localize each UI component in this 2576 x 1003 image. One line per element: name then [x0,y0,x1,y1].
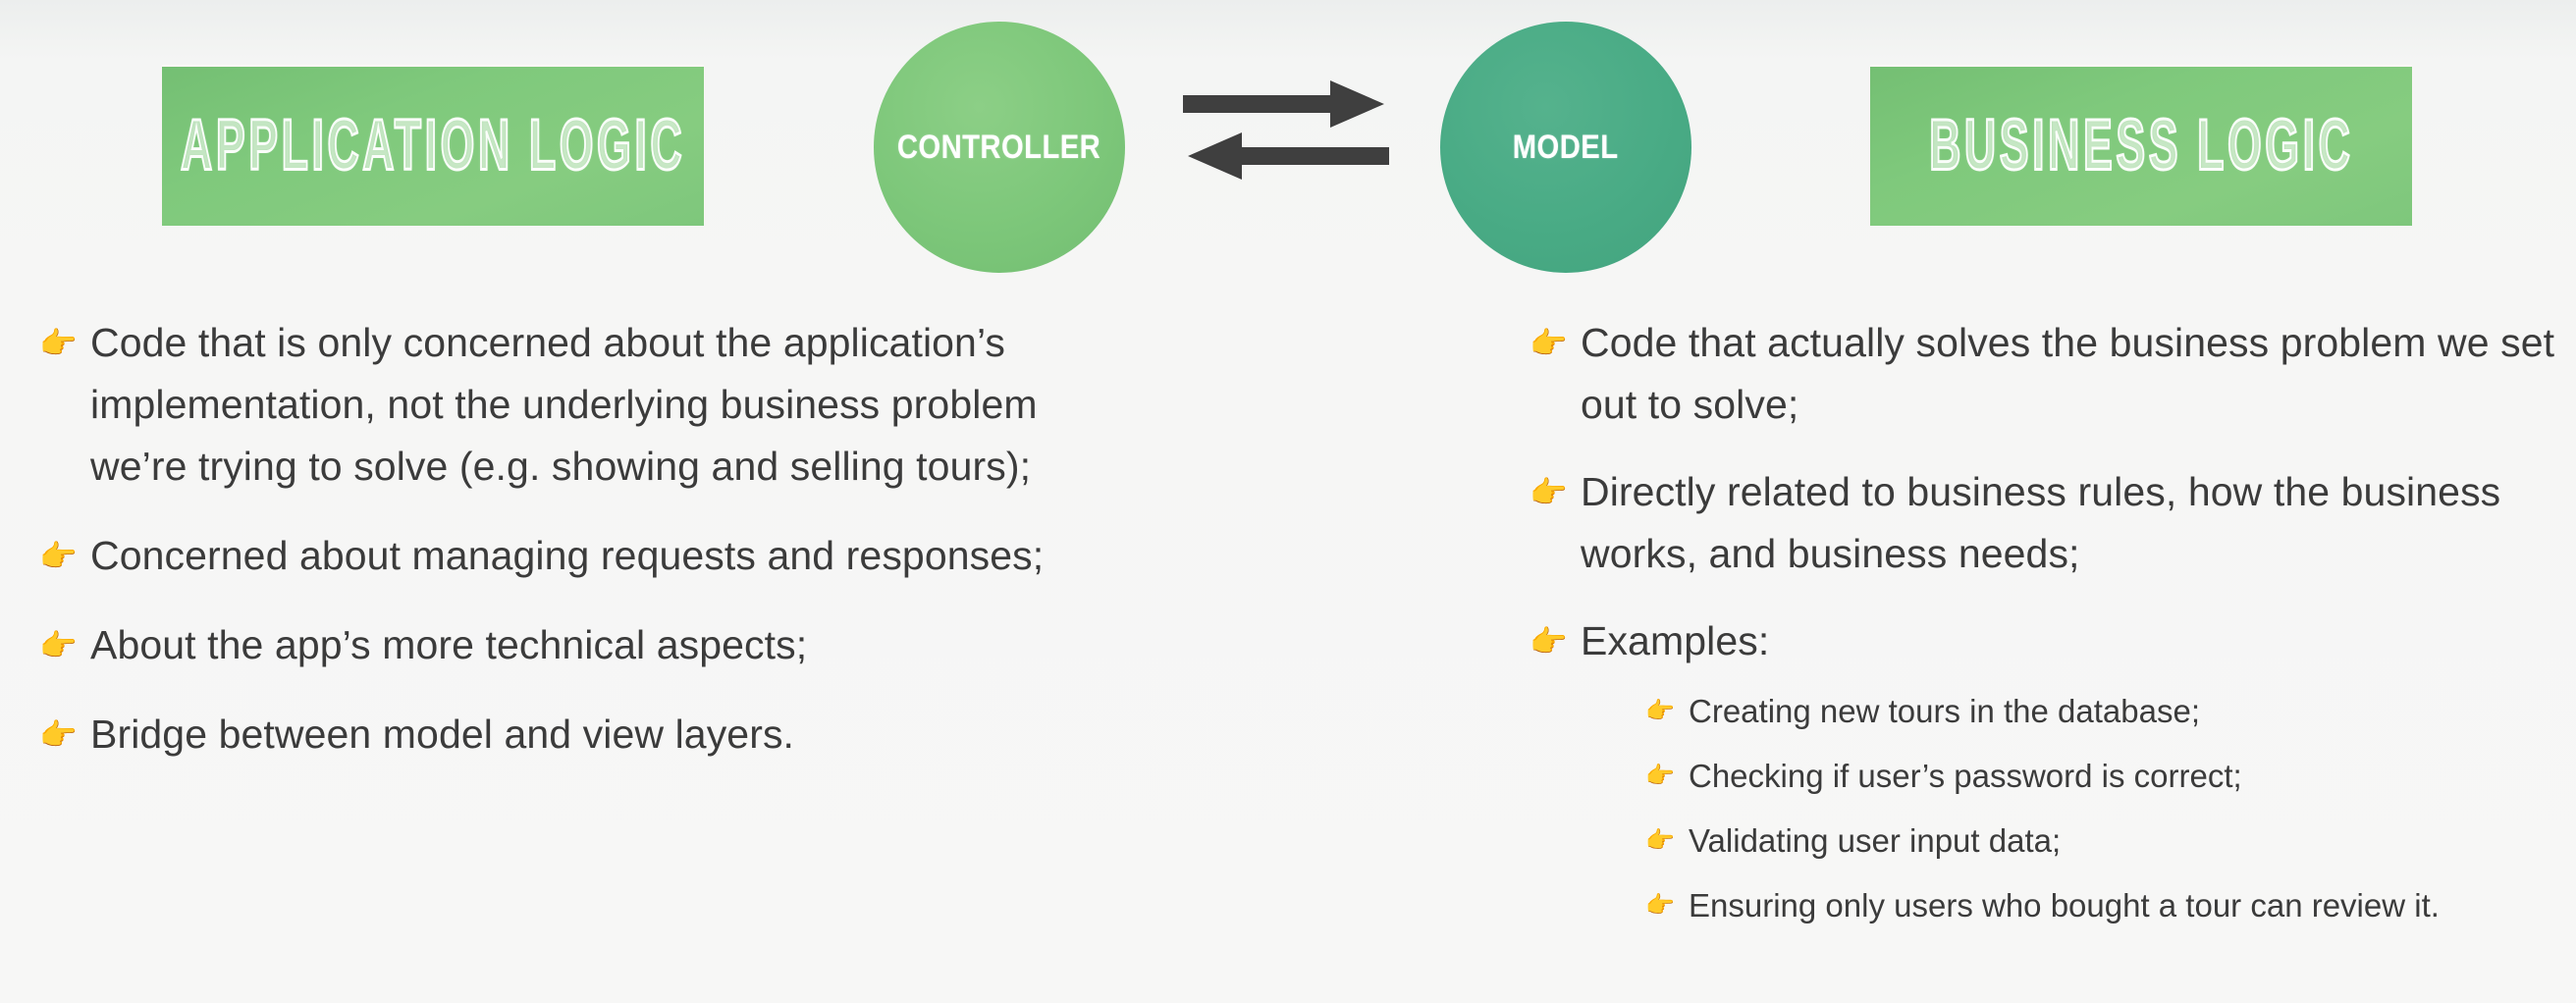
pointing-hand-icon: 👉 [1530,326,1568,360]
pointing-hand-icon: 👉 [1645,827,1675,854]
model-circle: MODEL [1440,22,1691,273]
pointing-hand-icon: 👉 [1645,763,1675,789]
list-item: 👉 Bridge between model and view layers. [39,704,1119,765]
pointing-hand-icon: 👉 [39,628,78,662]
bidirectional-arrows [1183,79,1389,196]
list-item-text: Directly related to business rules, how … [1581,469,2501,576]
list-item: 👉 Concerned about managing requests and … [39,525,1119,587]
list-item-text: Checking if user’s password is correct; [1689,758,2242,794]
application-logic-label: APPLICATION LOGIC [180,105,686,186]
arrow-right-icon [1183,80,1384,128]
application-logic-column: 👉 Code that is only concerned about the … [39,312,1119,765]
pointing-hand-icon: 👉 [1645,698,1675,724]
examples-sub-list: 👉 Creating new tours in the database; 👉 … [1530,686,2570,931]
list-item-text: About the app’s more technical aspects; [90,622,808,667]
list-item-text: Ensuring only users who bought a tour ca… [1689,887,2440,924]
list-item-text: Validating user input data; [1689,822,2062,859]
business-logic-box: BUSINESS LOGIC [1870,67,2412,226]
business-logic-column: 👉 Code that actually solves the business… [1530,312,2570,957]
application-logic-box: APPLICATION LOGIC [162,67,704,226]
list-item-text: Code that actually solves the business p… [1581,320,2555,427]
list-item: 👉 Creating new tours in the database; [1645,686,2570,737]
model-label: MODEL [1513,128,1619,166]
pointing-hand-icon: 👉 [1530,475,1568,509]
list-item: 👉 About the app’s more technical aspects… [39,614,1119,676]
list-item-text: Examples: [1581,618,1770,663]
pointing-hand-icon: 👉 [1645,892,1675,919]
arrow-left-icon [1188,132,1389,180]
list-item: 👉 Validating user input data; [1645,816,2570,867]
list-item-text: Code that is only concerned about the ap… [90,320,1038,489]
list-item: 👉 Code that actually solves the business… [1530,312,2570,436]
controller-label: CONTROLLER [897,128,1101,166]
pointing-hand-icon: 👉 [39,326,78,360]
architecture-diagram: APPLICATION LOGIC CONTROLLER MODEL BUS [0,0,2576,294]
content-columns: 👉 Code that is only concerned about the … [0,312,2576,1003]
list-item: 👉 Checking if user’s password is correct… [1645,751,2570,802]
list-item: 👉 Examples: 👉 Creating new tours in the … [1530,610,2570,931]
list-item-text: Bridge between model and view layers. [90,712,795,757]
right-bullet-list: 👉 Code that actually solves the business… [1530,312,2570,931]
pointing-hand-icon: 👉 [1530,624,1568,659]
list-item: 👉 Directly related to business rules, ho… [1530,461,2570,585]
pointing-hand-icon: 👉 [39,717,78,752]
list-item: 👉 Code that is only concerned about the … [39,312,1119,498]
business-logic-label: BUSINESS LOGIC [1928,105,2354,186]
left-bullet-list: 👉 Code that is only concerned about the … [39,312,1119,765]
controller-circle: CONTROLLER [874,22,1125,273]
list-item: 👉 Ensuring only users who bought a tour … [1645,880,2570,931]
list-item-text: Creating new tours in the database; [1689,693,2200,729]
pointing-hand-icon: 👉 [39,539,78,573]
list-item-text: Concerned about managing requests and re… [90,533,1045,578]
